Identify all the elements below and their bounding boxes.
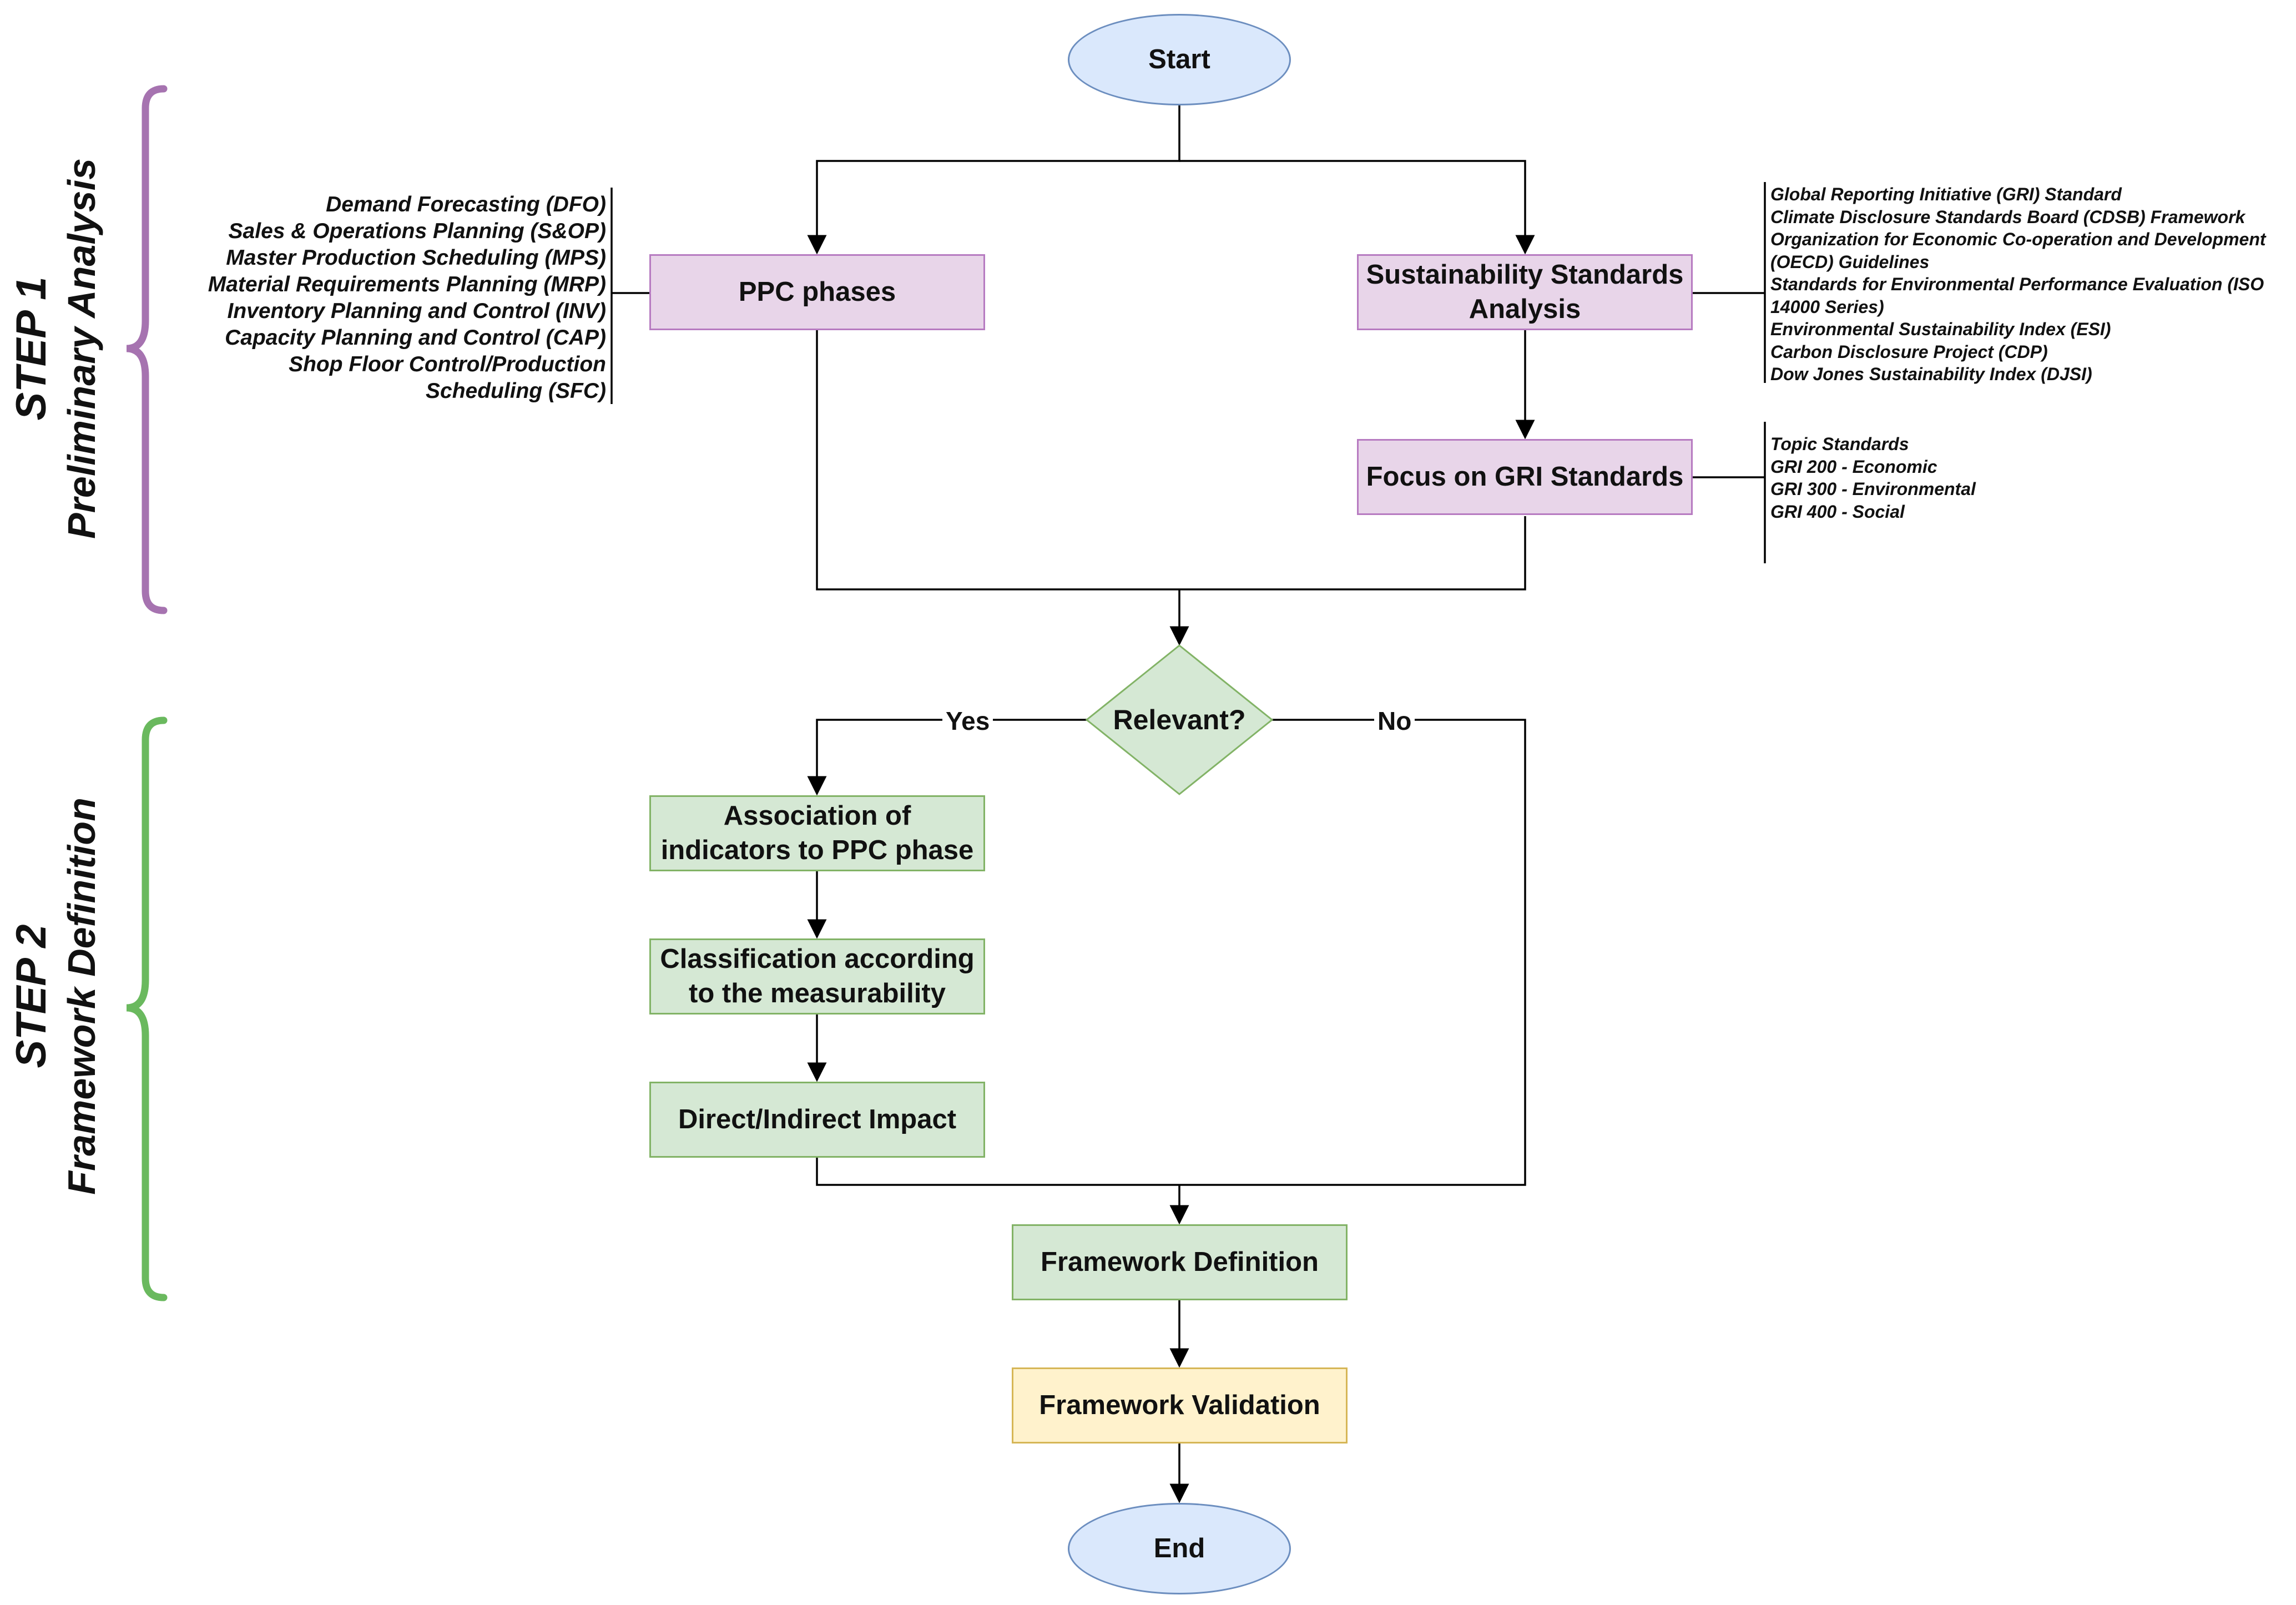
standards-list-item: Climate Disclosure Standards Board (CDSB… — [1770, 206, 2245, 227]
standards-list-item: Global Reporting Initiative (GRI) Standa… — [1770, 184, 2122, 204]
step2-label: STEP 2 Framework Definition — [7, 798, 103, 1195]
ppc-phases-node: PPC phases — [649, 254, 985, 330]
focus-gri-node: Focus on GRI Standards — [1357, 439, 1693, 515]
relevant-label: Relevant? — [1113, 704, 1246, 735]
start-node: Start — [1068, 14, 1291, 105]
impact-node: Direct/Indirect Impact — [649, 1082, 985, 1158]
yes-label: Yes — [942, 708, 993, 734]
association-node: Association of indicators to PPC phase — [649, 795, 985, 871]
standards-list-item: Organization for Economic Co-operation a… — [1770, 229, 2266, 249]
edge-impact-merge — [816, 1158, 1179, 1186]
framework-definition-node: Framework Definition — [1012, 1224, 1348, 1300]
gri-topic-list: Topic Standards GRI 200 - Economic GRI 3… — [1770, 433, 1976, 523]
standards-list-item: Standards for Environmental Performance … — [1770, 274, 2264, 294]
ppc-list-item: Capacity Planning and Control (CAP) — [225, 326, 606, 350]
standards-list-item: Carbon Disclosure Project (CDP) — [1770, 341, 2048, 362]
standards-list-item: Dow Jones Sustainability Index (DJSI) — [1770, 364, 2092, 384]
ppc-list-item: Inventory Planning and Control (INV) — [227, 299, 607, 323]
end-node: End — [1068, 1503, 1291, 1594]
step1-brace — [126, 85, 168, 614]
ppc-list-bracket — [610, 188, 649, 404]
standards-list-item: Environmental Sustainability Index (ESI) — [1770, 319, 2111, 339]
standards-list-item: (OECD) Guidelines — [1770, 251, 1930, 272]
relevant-diamond — [1085, 644, 1274, 795]
ppc-phase-list: Demand Forecasting (DFO) Sales & Operati… — [208, 191, 606, 405]
standards-list: Global Reporting Initiative (GRI) Standa… — [1770, 183, 2266, 386]
edge-start-to-sustainability — [1179, 160, 1535, 255]
framework-validation-node: Framework Validation — [1012, 1367, 1348, 1444]
gri-list-item: GRI 400 - Social — [1770, 501, 1905, 522]
ppc-list-item: Demand Forecasting (DFO) — [326, 193, 606, 216]
gri-list-item: GRI 300 - Environmental — [1770, 479, 1976, 499]
edge-no — [1179, 719, 1526, 1186]
no-label: No — [1374, 708, 1415, 734]
ppc-list-item: Scheduling (SFC) — [426, 379, 606, 403]
edge-yes — [807, 719, 1087, 796]
gri-list-item: Topic Standards — [1770, 434, 1909, 454]
sustainability-analysis-node: Sustainability Standards Analysis — [1357, 254, 1693, 330]
standards-list-bracket — [1693, 182, 1766, 383]
gri-list-bracket — [1693, 422, 1766, 563]
ppc-list-item: Material Requirements Planning (MRP) — [208, 272, 606, 296]
classification-node: Classification according to the measurab… — [649, 938, 985, 1015]
ppc-list-item: Shop Floor Control/Production — [289, 352, 606, 376]
standards-list-item: 14000 Series) — [1770, 296, 1884, 317]
step1-label: STEP 1 Preliminary Analysis — [7, 158, 103, 539]
edge-start-split — [807, 105, 1180, 255]
ppc-list-item: Master Production Scheduling (MPS) — [226, 246, 606, 270]
edge-ppc-merge — [816, 330, 1526, 590]
step2-brace — [126, 716, 168, 1301]
ppc-list-item: Sales & Operations Planning (S&OP) — [228, 219, 606, 243]
gri-list-item: GRI 200 - Economic — [1770, 456, 1937, 477]
